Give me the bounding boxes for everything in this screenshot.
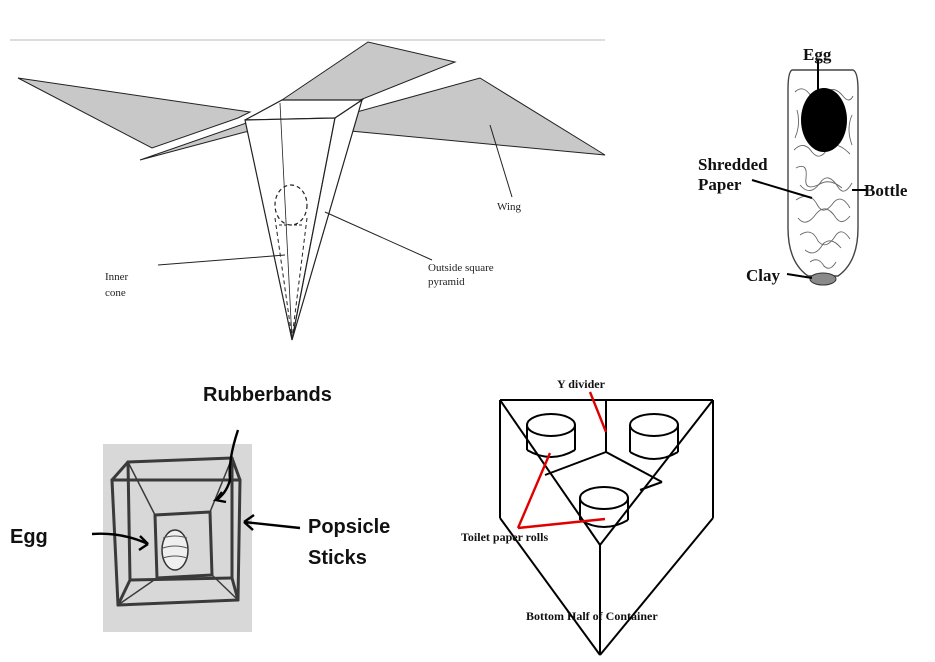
bottle-diagram: Egg Shredded Paper Bottle Clay — [698, 45, 908, 286]
y-divider-label: Y divider — [557, 377, 606, 391]
roll-pointer-left — [516, 452, 552, 529]
pyramid-right-face — [291, 98, 364, 341]
roll-right — [629, 413, 679, 460]
egg-arrow — [91, 532, 149, 551]
popsicle-label-2: Sticks — [308, 547, 367, 569]
rubberbands-label: Rubberbands — [203, 384, 332, 406]
y-divider-bottom — [639, 481, 663, 491]
left-wing — [17, 77, 252, 149]
front-left-bottom — [499, 517, 601, 656]
front-right-bottom — [599, 517, 714, 656]
y-divider-left — [544, 451, 607, 476]
wing-label: Wing — [497, 201, 521, 213]
y-divider-right — [605, 451, 663, 483]
popsicle-sticks — [110, 456, 242, 607]
roll-pointer-front — [517, 517, 606, 530]
bottle-egg-label: Egg — [803, 45, 832, 64]
red-pointers — [516, 391, 608, 530]
inner-cone-left — [274, 217, 293, 339]
pyramid-leader — [324, 211, 433, 261]
rubberbands-arrow — [212, 429, 240, 504]
cage-egg — [161, 529, 189, 571]
wing-leader — [489, 124, 513, 198]
clay — [809, 272, 837, 286]
cage-egg-wrap — [162, 535, 188, 559]
front-right-top — [599, 399, 714, 546]
wing-glider-diagram: Wing Inner cone Outside square pyramid — [10, 39, 606, 341]
back-wing — [280, 41, 457, 101]
roll-left — [526, 413, 576, 458]
pyramid-edge — [279, 102, 293, 341]
popsicle-label-1: Popsicle — [308, 516, 390, 538]
clay-label: Clay — [746, 266, 781, 285]
bottle-label: Bottle — [864, 181, 908, 200]
bottle-egg — [801, 88, 847, 152]
pyramid-label-1: Outside square — [428, 262, 494, 274]
popsicle-cage-diagram: Rubberbands Egg Popsicle Sticks — [10, 384, 390, 632]
clay-leader — [786, 273, 813, 279]
shredded-label-2: Paper — [698, 175, 742, 194]
pyramid-label-2: pyramid — [428, 276, 465, 288]
shredded-leader — [751, 179, 813, 199]
cage-egg-label: Egg — [10, 526, 48, 548]
inner-cone-leader — [157, 254, 286, 266]
bottom-half-label: Bottom Half of Container — [526, 609, 658, 623]
inner-cone-label-2: cone — [105, 287, 126, 299]
shredded-label-1: Shredded — [698, 155, 768, 174]
toilet-rolls-label: Toilet paper rolls — [461, 530, 548, 544]
inner-cone-label-1: Inner — [105, 271, 129, 283]
inner-cone-right — [291, 217, 308, 339]
y-divider-pointer — [588, 391, 608, 433]
popsicle-arrow — [243, 514, 301, 531]
